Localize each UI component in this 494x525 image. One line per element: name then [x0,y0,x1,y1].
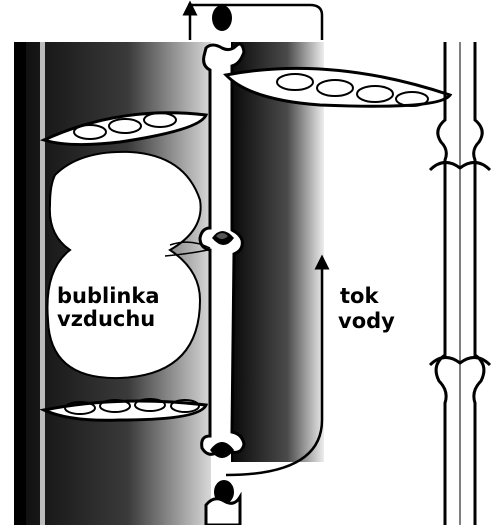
bubble-label: bublinka vzduchu [57,284,160,331]
right-vessel-column [430,42,490,525]
air-bubble [47,152,210,378]
bubble-label-line2: vzduchu [57,307,155,331]
bubble-label-line1: bublinka [57,284,160,308]
pit-membrane-top [212,5,232,31]
flow-label-line2: vody [338,309,395,333]
flow-label-line1: tok [340,284,379,308]
flow-label: tok vody [338,284,395,333]
